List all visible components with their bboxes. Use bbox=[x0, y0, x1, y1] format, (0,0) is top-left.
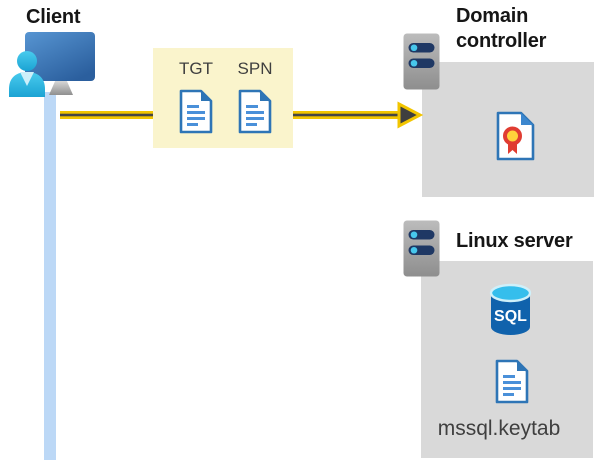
client-connection-line bbox=[44, 92, 56, 460]
monitor-icon bbox=[25, 32, 95, 81]
domain-controller-server-icon bbox=[403, 33, 440, 90]
sql-database-icon: SQL bbox=[489, 283, 532, 335]
sql-label: SQL bbox=[494, 308, 527, 325]
arrow-head bbox=[397, 101, 424, 129]
tgt-document-icon bbox=[179, 89, 213, 134]
client-label: Client bbox=[26, 6, 81, 28]
tgt-label: TGT bbox=[179, 59, 213, 78]
user-icon bbox=[9, 51, 45, 97]
keytab-file-label: mssql.keytab bbox=[437, 417, 561, 440]
linux-server-label: Linux server bbox=[456, 230, 573, 252]
spn-label: SPN bbox=[237, 59, 273, 78]
keytab-document-icon bbox=[495, 359, 529, 404]
certificate-icon bbox=[496, 111, 535, 161]
monitor-stand bbox=[49, 79, 73, 95]
linux-server-icon bbox=[403, 220, 440, 277]
client-device-icon bbox=[9, 32, 95, 97]
domain-controller-label: Domain controller bbox=[456, 5, 547, 52]
spn-document-icon bbox=[238, 89, 272, 134]
ticket-box: TGT SPN bbox=[153, 48, 293, 148]
